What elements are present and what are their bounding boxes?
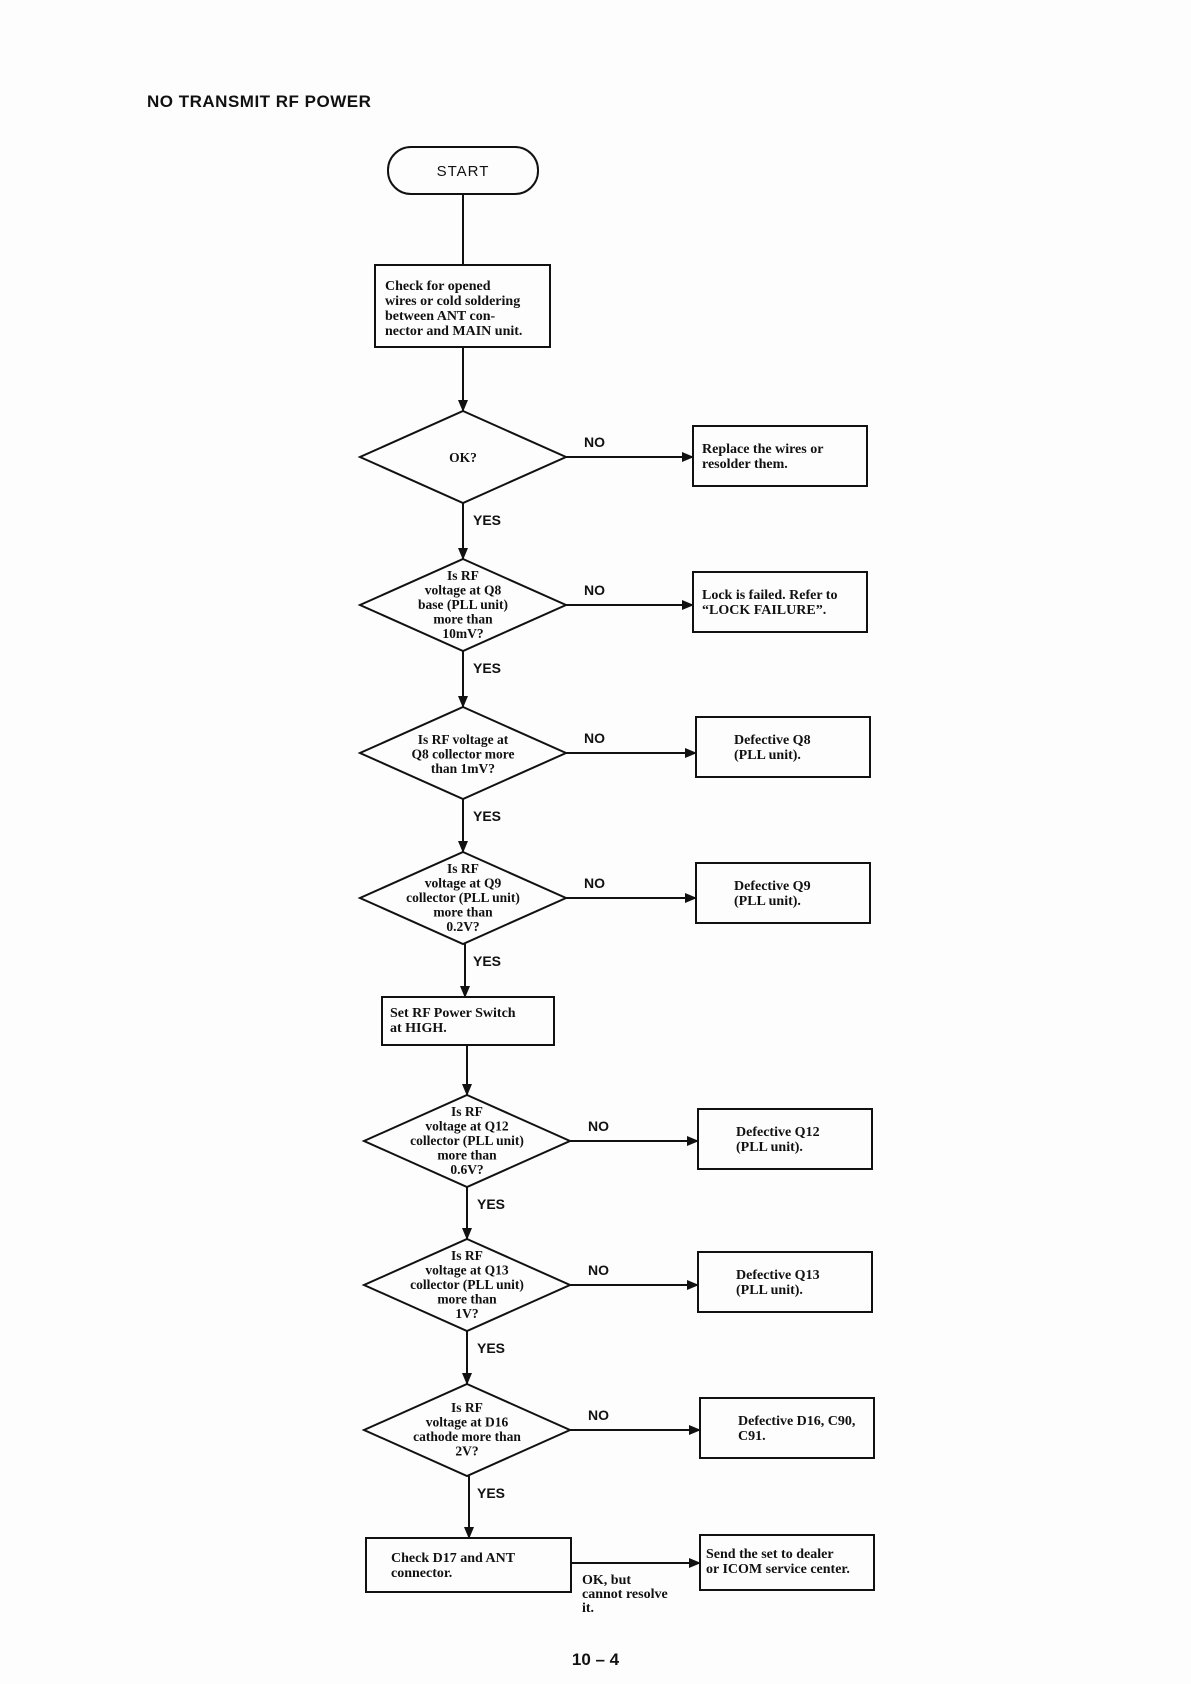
connectors bbox=[458, 194, 701, 1568]
decision-6-text-line: 1V? bbox=[455, 1306, 478, 1321]
set-switch-text-line: Set RF Power Switch bbox=[390, 1006, 516, 1021]
set-switch-box bbox=[381, 996, 555, 1046]
decision-3-text-line: Q8 collector more bbox=[412, 747, 515, 762]
decision-4-text-line: 0.2V? bbox=[446, 919, 479, 934]
decision-diamond-6 bbox=[361, 1237, 573, 1333]
decision-diamond-3 bbox=[357, 705, 569, 801]
decision-5-text-line: voltage at Q12 bbox=[425, 1119, 508, 1134]
yes-label-3: YES bbox=[473, 808, 501, 824]
decision-diamond-4 bbox=[357, 850, 569, 946]
result-7-text-line: C91. bbox=[738, 1429, 766, 1444]
set-switch-text-line: at HIGH. bbox=[390, 1021, 447, 1036]
result-box-2 bbox=[692, 571, 868, 633]
decision-diamond-5 bbox=[361, 1093, 573, 1189]
decision-7-text-line: 2V? bbox=[455, 1444, 478, 1459]
result-3-text-line: (PLL unit). bbox=[734, 748, 801, 763]
no-label-3: NO bbox=[584, 730, 605, 746]
decision-3-text-line: than 1mV? bbox=[431, 761, 495, 776]
decision-5-text-line: Is RF bbox=[451, 1104, 483, 1119]
decision-4-text-line: more than bbox=[433, 905, 493, 920]
check-d17-text-line: connector. bbox=[391, 1566, 452, 1581]
check-wires-text-line: wires or cold soldering bbox=[385, 294, 520, 309]
ok-but-label-line: it. bbox=[582, 1601, 594, 1616]
decision-5-text-line: collector (PLL unit) bbox=[410, 1133, 524, 1148]
no-label-5: NO bbox=[588, 1118, 609, 1134]
decision-5-text-line: more than bbox=[437, 1148, 497, 1163]
result-3-text-line: Defective Q8 bbox=[734, 733, 811, 748]
no-label-4: NO bbox=[584, 875, 605, 891]
yes-label-4: YES bbox=[473, 953, 501, 969]
result-1-text-line: Replace the wires or bbox=[702, 442, 823, 457]
result-box-5 bbox=[697, 1108, 873, 1170]
decision-2-text-line: more than bbox=[433, 612, 493, 627]
result-6-text-line: Defective Q13 bbox=[736, 1268, 820, 1283]
decision-diamond-2 bbox=[357, 557, 569, 653]
result-6-text-line: (PLL unit). bbox=[736, 1283, 803, 1298]
decision-5-text-line: 0.6V? bbox=[450, 1162, 483, 1177]
result-box-4 bbox=[695, 862, 871, 924]
decision-4-text-line: voltage at Q9 bbox=[425, 876, 502, 891]
ok-but-label-line: OK, but bbox=[582, 1573, 631, 1588]
start-label: START bbox=[437, 163, 490, 180]
check-d17-text-line: Check D17 and ANT bbox=[391, 1551, 516, 1566]
decision-1-text-line: OK? bbox=[449, 450, 477, 465]
result-1-text-line: resolder them. bbox=[702, 457, 788, 472]
decision-6-text-line: Is RF bbox=[451, 1248, 483, 1263]
result-2-text-line: Lock is failed. Refer to bbox=[702, 588, 837, 603]
decision-diamond-1 bbox=[357, 409, 569, 505]
decision-7-text-line: voltage at D16 bbox=[426, 1415, 509, 1430]
decision-7-text-line: cathode more than bbox=[413, 1429, 521, 1444]
yes-label-7: YES bbox=[477, 1485, 505, 1501]
decision-2-text-line: voltage at Q8 bbox=[425, 583, 502, 598]
result-5-text-line: Defective Q12 bbox=[736, 1125, 820, 1140]
result-5-text-line: (PLL unit). bbox=[736, 1140, 803, 1155]
yes-label-5: YES bbox=[477, 1196, 505, 1212]
result-4-text-line: Defective Q9 bbox=[734, 879, 811, 894]
yes-label-6: YES bbox=[477, 1340, 505, 1356]
result-box-3 bbox=[695, 716, 871, 778]
yes-label-2: YES bbox=[473, 660, 501, 676]
ok-but-label-line: cannot resolve bbox=[582, 1587, 668, 1602]
yes-label-1: YES bbox=[473, 512, 501, 528]
result-7-text-line: Defective D16, C90, bbox=[738, 1414, 855, 1429]
result-box-7 bbox=[699, 1397, 875, 1459]
no-label-2: NO bbox=[584, 582, 605, 598]
page-number: 10 – 4 bbox=[571, 1650, 620, 1669]
result-box-1 bbox=[692, 425, 868, 487]
decision-4-text-line: Is RF bbox=[447, 861, 479, 876]
decision-2-text-line: Is RF bbox=[447, 568, 479, 583]
check-wires-text-line: nector and MAIN unit. bbox=[385, 324, 522, 339]
check-wires-box bbox=[374, 264, 551, 348]
check-wires-text-line: between ANT con- bbox=[385, 309, 496, 324]
page-title: NO TRANSMIT RF POWER bbox=[147, 92, 372, 111]
final-result-text-line: Send the set to dealer bbox=[706, 1547, 834, 1562]
check-d17-box bbox=[365, 1537, 572, 1593]
no-label-1: NO bbox=[584, 434, 605, 450]
no-label-7: NO bbox=[588, 1407, 609, 1423]
decision-2-text-line: base (PLL unit) bbox=[418, 597, 508, 612]
result-2-text-line: “LOCK FAILURE”. bbox=[702, 603, 826, 618]
final-result-text-line: or ICOM service center. bbox=[706, 1562, 850, 1577]
decision-4-text-line: collector (PLL unit) bbox=[406, 890, 520, 905]
decision-6-text-line: more than bbox=[437, 1292, 497, 1307]
no-label-6: NO bbox=[588, 1262, 609, 1278]
decision-7-text-line: Is RF bbox=[451, 1400, 483, 1415]
decision-diamond-7 bbox=[361, 1382, 573, 1478]
result-4-text-line: (PLL unit). bbox=[734, 894, 801, 909]
decision-3-text-line: Is RF voltage at bbox=[418, 732, 509, 747]
check-wires-text-line: Check for opened bbox=[385, 279, 491, 294]
result-box-6 bbox=[697, 1251, 873, 1313]
start-terminator bbox=[387, 146, 539, 195]
decision-6-text-line: collector (PLL unit) bbox=[410, 1277, 524, 1292]
decision-2-text-line: 10mV? bbox=[442, 626, 483, 641]
decision-6-text-line: voltage at Q13 bbox=[425, 1263, 508, 1278]
final-result-box bbox=[699, 1534, 875, 1591]
